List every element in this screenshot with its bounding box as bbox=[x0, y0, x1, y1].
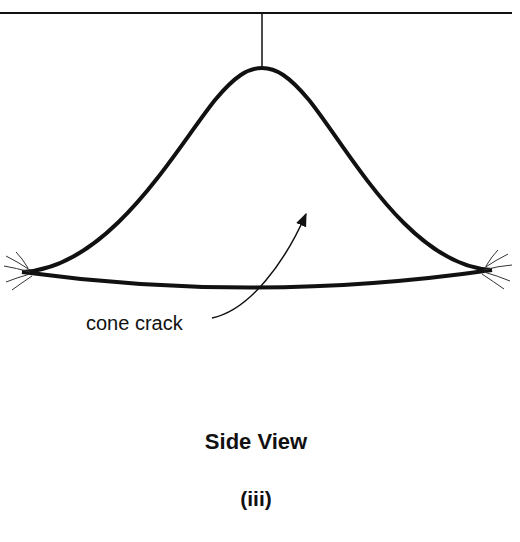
leader-line bbox=[212, 214, 306, 318]
surface-line bbox=[0, 12, 512, 14]
figure-number: (iii) bbox=[240, 487, 272, 510]
crack-base bbox=[22, 270, 492, 288]
crack-end-marks bbox=[4, 250, 512, 290]
cone-crack-profile bbox=[22, 68, 492, 272]
view-title: Side View bbox=[205, 430, 307, 454]
part-label: cone crack bbox=[86, 312, 183, 334]
indent-axis bbox=[261, 13, 263, 68]
